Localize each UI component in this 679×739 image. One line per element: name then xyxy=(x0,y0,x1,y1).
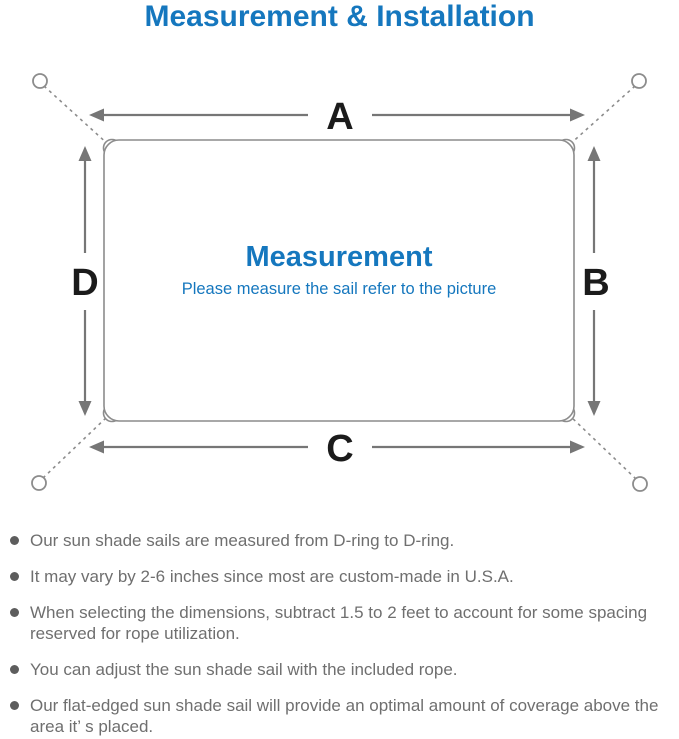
dimension-arrow-a xyxy=(89,108,585,122)
bullet-icon xyxy=(10,608,19,617)
arrowhead-right-icon xyxy=(570,108,585,122)
arrowhead-left-icon xyxy=(89,108,104,122)
note-text: Our sun shade sails are measured from D-… xyxy=(30,531,455,550)
dimension-label-b: B xyxy=(582,262,609,304)
bullet-icon xyxy=(10,701,19,710)
note-text: Our flat-edged sun shade sail will provi… xyxy=(30,696,659,736)
anchor-ring-top-left-icon xyxy=(32,73,48,89)
arrowhead-down-icon xyxy=(587,401,601,416)
arrowhead-right-icon xyxy=(570,440,585,454)
dimension-label-c: C xyxy=(326,428,353,470)
list-item: It may vary by 2-6 inches since most are… xyxy=(10,566,672,587)
dimension-label-d: D xyxy=(71,262,98,304)
arrowhead-up-icon xyxy=(587,146,601,161)
bullet-icon xyxy=(10,572,19,581)
notes-list: Our sun shade sails are measured from D-… xyxy=(10,530,672,739)
list-item: Our sun shade sails are measured from D-… xyxy=(10,530,672,551)
dimension-arrow-b xyxy=(587,146,601,416)
arrowhead-down-icon xyxy=(78,401,92,416)
anchor-ring-bottom-right-icon xyxy=(632,476,648,492)
note-text: It may vary by 2-6 inches since most are… xyxy=(30,567,514,586)
bullet-icon xyxy=(10,536,19,545)
rope-top-right xyxy=(567,85,636,147)
rope-dashed-lines xyxy=(42,85,637,480)
list-item: When selecting the dimensions, subtract … xyxy=(10,602,672,644)
rope-bottom-left xyxy=(42,414,110,479)
anchor-ring-top-right-icon xyxy=(631,73,647,89)
rope-bottom-right xyxy=(568,414,637,480)
anchor-ring-bottom-left-icon xyxy=(31,475,47,491)
sail-measurement-diagram: A C D B Measurement Please measure the s… xyxy=(0,55,679,515)
bullet-icon xyxy=(10,665,19,674)
dimension-arrow-d xyxy=(78,146,92,416)
rope-top-left xyxy=(43,85,111,147)
note-text: When selecting the dimensions, subtract … xyxy=(30,603,648,643)
arrowhead-up-icon xyxy=(78,146,92,161)
list-item: Our flat-edged sun shade sail will provi… xyxy=(10,695,672,737)
dimension-arrow-c xyxy=(89,440,585,454)
sail-outline xyxy=(103,139,575,422)
anchor-rings xyxy=(31,73,648,492)
arrowhead-left-icon xyxy=(89,440,104,454)
sail-diagram-canvas: A C D B xyxy=(31,73,648,492)
list-item: You can adjust the sun shade sail with t… xyxy=(10,659,672,680)
note-text: You can adjust the sun shade sail with t… xyxy=(30,660,458,679)
dimension-label-a: A xyxy=(326,96,353,138)
page-title: Measurement & Installation xyxy=(144,0,535,33)
